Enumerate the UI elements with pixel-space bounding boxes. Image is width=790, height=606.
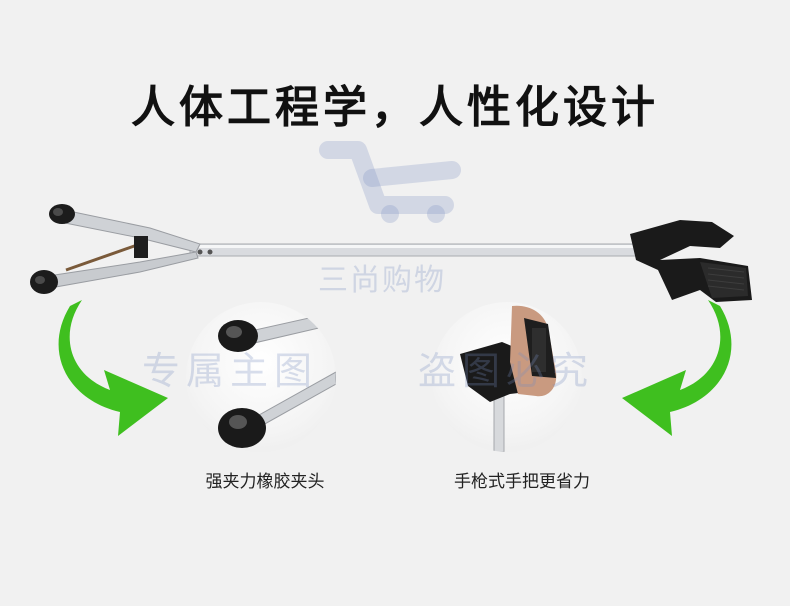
- handle-caption: 手枪式手把更省力: [454, 472, 590, 492]
- headline: 人体工程学，人性化设计: [131, 82, 659, 133]
- rubber-clamp-icon: [218, 311, 336, 448]
- clamp-head-caption: 强夹力橡胶夹头: [205, 472, 325, 492]
- clamp-head-photo: [186, 302, 336, 452]
- hand-grip-icon: [460, 305, 557, 452]
- pistol-handle-photo: [432, 302, 582, 452]
